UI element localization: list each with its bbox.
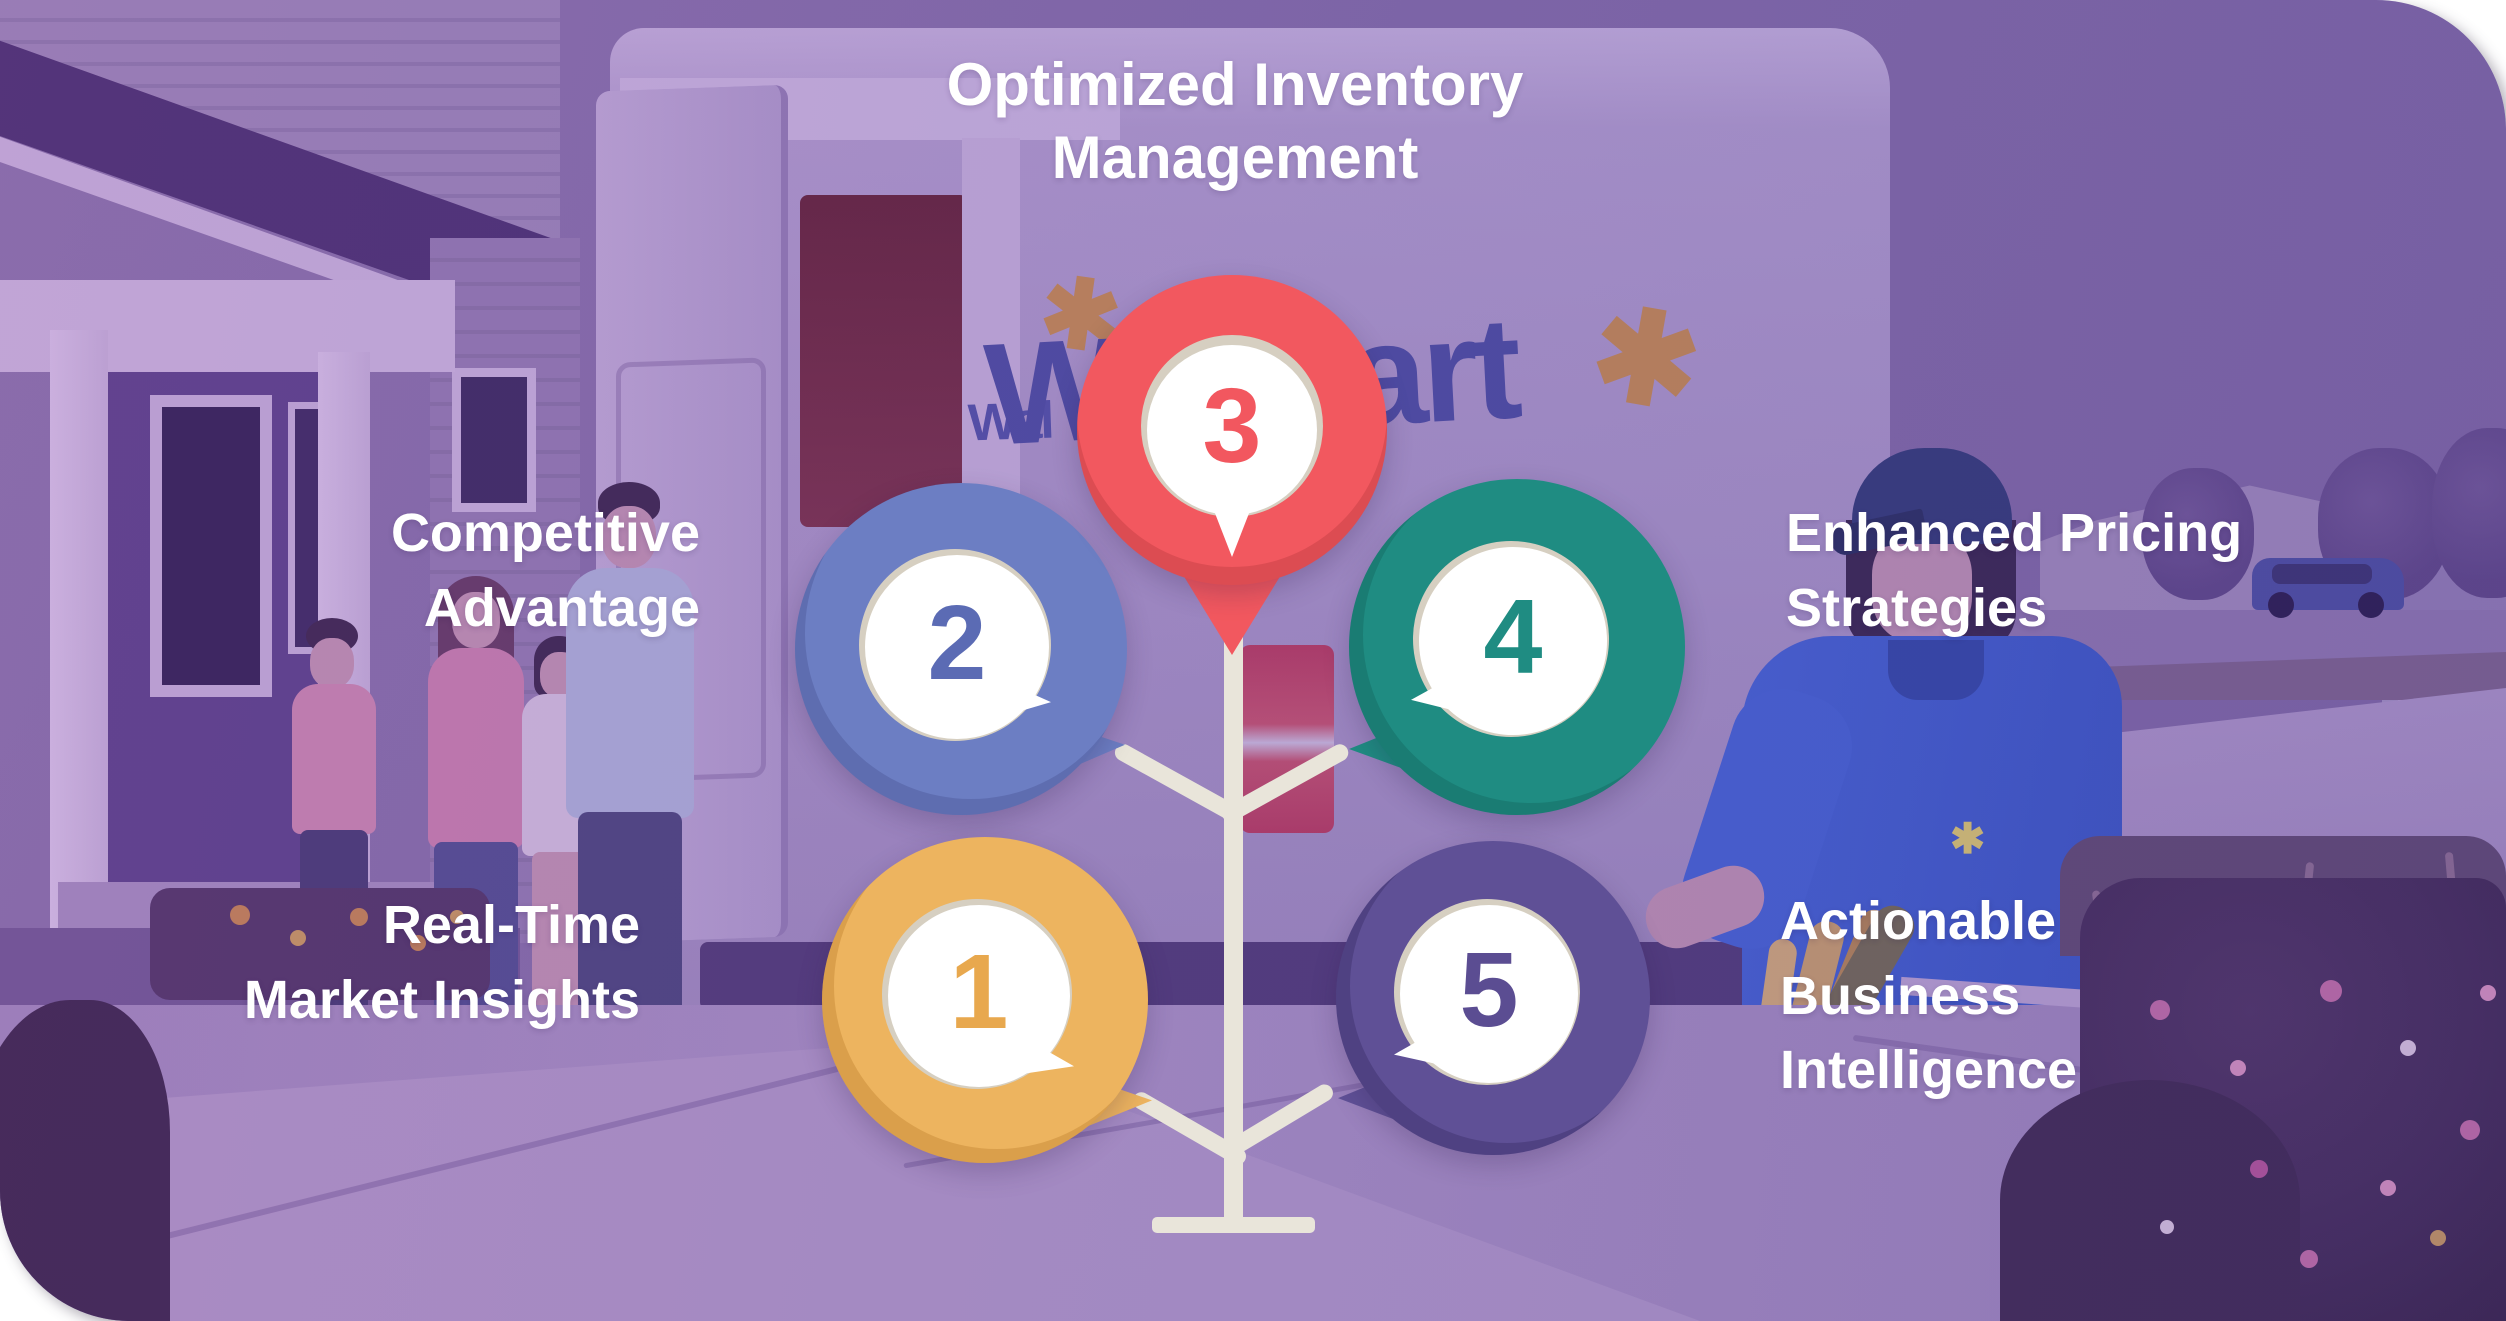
boy-face bbox=[310, 638, 354, 688]
front-door bbox=[150, 395, 272, 697]
car-wheel bbox=[2358, 592, 2384, 618]
bubble-inner bbox=[1147, 345, 1317, 515]
flower bbox=[2250, 1160, 2268, 1178]
tree bbox=[2432, 428, 2506, 598]
flower bbox=[2480, 985, 2496, 1001]
flower-bush bbox=[2000, 1080, 2300, 1321]
marker-5-number: 5 bbox=[1459, 930, 1519, 1049]
walmart-spark-icon: ✱ bbox=[1950, 818, 1985, 860]
marker-2-bubble: 2 bbox=[795, 483, 1130, 818]
tree bbox=[2142, 468, 2254, 600]
flower bbox=[2400, 1040, 2416, 1056]
flower-bed bbox=[150, 888, 490, 1000]
marker-3-pin: 3 bbox=[1077, 275, 1387, 660]
woman-face bbox=[452, 592, 500, 648]
flower bbox=[2430, 1230, 2446, 1246]
boy-shirt bbox=[292, 684, 376, 834]
marker-1-label: Real-Time Market Insights bbox=[243, 895, 640, 1030]
flower bbox=[2320, 980, 2342, 1002]
bubble-inner bbox=[1400, 905, 1578, 1083]
flower bbox=[290, 930, 306, 946]
porch-column bbox=[50, 330, 108, 955]
flower bbox=[2460, 1120, 2480, 1140]
man-shirt bbox=[566, 568, 694, 818]
marker-2-label: Competitive Advantage bbox=[390, 503, 700, 638]
flower bbox=[450, 910, 464, 924]
flower bbox=[350, 908, 368, 926]
flower bbox=[2300, 1250, 2318, 1268]
parked-car-window bbox=[2272, 564, 2372, 584]
tree-base bbox=[1152, 1217, 1315, 1233]
flower bbox=[2380, 1180, 2396, 1196]
marker-1-bubble: 1 bbox=[822, 837, 1152, 1167]
flower bbox=[2230, 1060, 2246, 1076]
bush bbox=[0, 1000, 170, 1321]
tree-stem bbox=[1224, 598, 1243, 1232]
courier-face bbox=[1872, 530, 1972, 642]
marker-4-bubble: 4 bbox=[1349, 479, 1685, 815]
flower bbox=[410, 935, 426, 951]
woman-top bbox=[428, 648, 524, 848]
flower bbox=[2150, 1000, 2170, 1020]
bubble-inner bbox=[888, 905, 1070, 1087]
marker-4-label: Enhanced Pricing Strategies bbox=[1786, 503, 2243, 638]
flower bbox=[230, 905, 250, 925]
marker-1-number: 1 bbox=[949, 932, 1009, 1051]
marker-3-number: 3 bbox=[1202, 366, 1262, 485]
bubble-inner bbox=[865, 555, 1049, 739]
marker-3-label: Optimized Inventory Management bbox=[946, 51, 1524, 192]
car-wheel bbox=[2268, 592, 2294, 618]
van-open-cargo bbox=[800, 195, 968, 527]
bubble-inner bbox=[1419, 547, 1607, 735]
marker-2-number: 2 bbox=[927, 583, 987, 702]
man-face bbox=[602, 506, 656, 568]
marker-5-label: Actionable Business Intelligence bbox=[1780, 891, 2078, 1101]
courier-collar bbox=[1888, 640, 1984, 700]
marker-4-number: 4 bbox=[1483, 577, 1543, 696]
flower bbox=[2160, 1220, 2174, 1234]
marker-5-bubble: 5 bbox=[1336, 841, 1652, 1157]
house-window bbox=[452, 368, 536, 512]
